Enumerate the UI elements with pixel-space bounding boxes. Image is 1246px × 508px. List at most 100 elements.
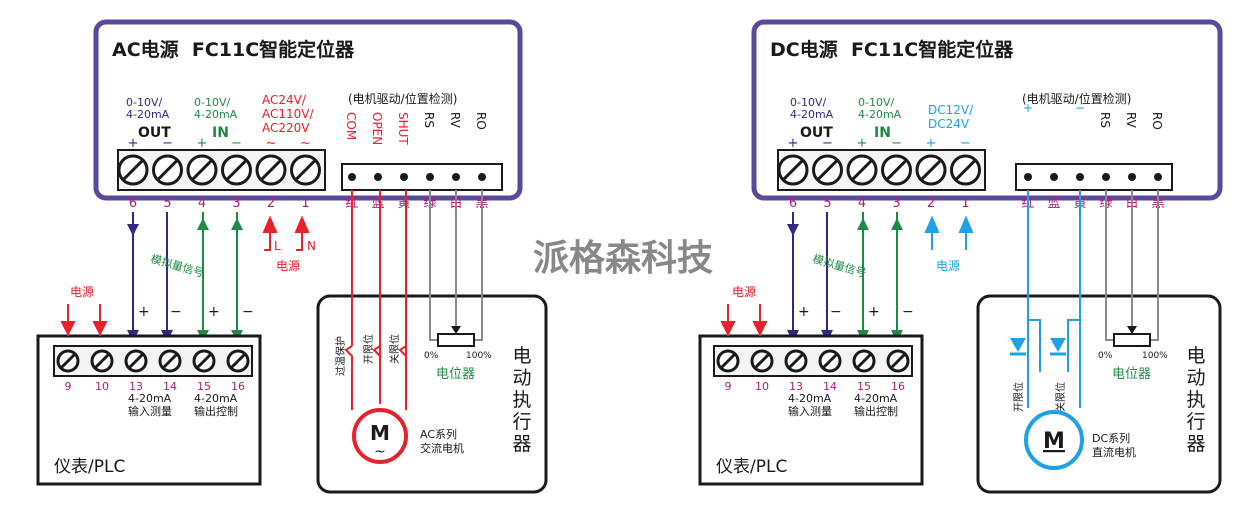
ac-terminal-number-5: 5 [163, 196, 171, 211]
ac-signal-wires [127, 212, 243, 342]
ac-terminal-sign-1: + [128, 136, 139, 151]
dc-motor-pin-3: − [1075, 101, 1085, 115]
ac-meter-out-label-2: 输出控制 [194, 404, 238, 418]
dc-meter-terminal-screw-slot-6 [889, 352, 907, 370]
dc-motor-symbol: M [1043, 429, 1065, 454]
dc-motor-pin-4: RS [1098, 112, 1112, 128]
ac-motor-symbol: M [370, 421, 390, 445]
dc-pot-wires [1105, 190, 1159, 341]
dc-meter-out-label-2: 输出控制 [854, 404, 898, 418]
ac-meter-plus-2: + [208, 304, 220, 320]
ac-in-name: IN [212, 125, 229, 141]
ac-motor-pin-5: RV [448, 112, 462, 129]
dc-in-name: IN [874, 125, 891, 141]
dc-meter-terminal-number-16: 16 [891, 380, 905, 393]
ac-terminal-number-6: 6 [129, 196, 137, 211]
ac-meter-minus-2: − [242, 304, 254, 320]
ac-actuator-title-char-4: 行 [512, 411, 531, 433]
dc-positioner-title: DC电源 FC11C智能定位器 [770, 38, 1014, 61]
dc-motor-pin-dot-3 [1076, 173, 1084, 181]
dc-switch-1: 开限位 [1012, 382, 1025, 412]
ac-motor-connector [341, 163, 503, 191]
ac-terminal-screw-slot-5 [260, 159, 282, 181]
dc-diode-1-icon [1010, 338, 1026, 356]
watermark: 派格森科技 [533, 238, 713, 279]
ac-motor-caption-2: 交流电机 [420, 441, 464, 455]
dc-power-arrows [924, 215, 974, 250]
ac-motor-pin-dot-5 [452, 173, 460, 181]
ac-terminal-sign-5: ~ [266, 136, 277, 151]
ac-meter-out-label-1: 4-20mA [194, 392, 238, 405]
ac-meter-in-label-1: 4-20mA [128, 392, 172, 405]
ac-power-range-1: AC24V/ [262, 93, 307, 107]
ac-positioner-frame [93, 19, 523, 201]
ac-wire-color-2: 蓝 [371, 196, 384, 211]
dc-terminal-sign-4: − [891, 136, 902, 151]
dc-pot-max: 100% [1142, 351, 1168, 361]
dc-motor-pin-6: RO [1150, 112, 1164, 130]
dc-motor-pin-dot-6 [1154, 173, 1162, 181]
dc-meter-in-label-1: 4-20mA [788, 392, 832, 405]
dc-motor-section-label: (电机驱动/位置检测) [1022, 91, 1131, 106]
dc-meter-terminal-screw-slot-1 [719, 352, 737, 370]
ac-motor-pin-3: SHUT [396, 112, 410, 145]
ac-power-caption: 电源 [276, 259, 300, 273]
dc-terminal-sign-2: − [822, 136, 833, 151]
ac-meter-in-label-2: 输入测量 [128, 404, 172, 418]
ac-terminal-sign-4: − [231, 136, 242, 151]
ac-motor-pin-dot-3 [400, 173, 408, 181]
dc-meter-terminal-number-14: 14 [823, 380, 837, 393]
dc-terminal-screw-slot-5 [920, 159, 942, 181]
dc-meter-in-label-2: 输入测量 [788, 404, 832, 418]
ac-terminal-sign-6: ~ [300, 136, 311, 151]
ac-motor-pin-1: COM [344, 112, 358, 140]
dc-actuator-title-char-5: 器 [1186, 433, 1205, 455]
dc-pot-min: 0% [1098, 351, 1113, 361]
dc-terminal-screw-slot-3 [851, 159, 873, 181]
dc-motor-pin-1: + [1023, 101, 1033, 115]
dc-pot-label: 电位器 [1112, 367, 1151, 382]
ac-meter-plus-1: + [138, 304, 150, 320]
dc-motor-caption-1: DC系列 [1092, 431, 1130, 445]
dc-motor-icon [1024, 410, 1084, 470]
ac-switch-3: 关限位 [388, 334, 401, 364]
ac-meter-terminal-screw-slot-4 [161, 352, 179, 370]
ac-out-range-1: 0-10V/ [126, 96, 162, 109]
ac-meter-terminal-number-14: 14 [163, 380, 177, 393]
dc-out-range-1: 0-10V/ [790, 96, 826, 109]
dc-power-range-1: DC12V/ [928, 103, 974, 117]
ac-pot-min: 0% [424, 351, 439, 361]
ac-meter-terminal-number-9: 9 [65, 380, 72, 393]
dc-out-range-2: 4-20mA [790, 108, 834, 121]
ac-terminal-number-1: 1 [301, 196, 309, 211]
dc-meter-terminal-screw-slot-5 [855, 352, 873, 370]
dc-analog-caption: 模拟量信号 [811, 251, 868, 280]
dc-motor-pin-5: RV [1124, 112, 1138, 129]
dc-terminal-sign-3: + [857, 136, 868, 151]
dc-actuator-title-char-4: 行 [1186, 411, 1205, 433]
dc-terminal-sign-6: − [960, 136, 971, 151]
ac-terminal-number-3: 3 [232, 196, 240, 211]
ac-actuator-title-char-2: 动 [512, 367, 531, 389]
dc-meter-terminal-number-9: 9 [725, 380, 732, 393]
ac-analog-caption: 模拟量信号 [149, 251, 206, 280]
dc-terminal-sign-5: + [926, 136, 937, 151]
dc-power-caption: 电源 [936, 259, 960, 273]
ac-pot-wires [429, 190, 483, 341]
dc-terminal-screw-slot-6 [954, 159, 977, 181]
ac-motor-pin-dot-4 [426, 173, 434, 181]
dc-motor-pin-dot-1 [1024, 173, 1032, 181]
dc-terminal-screw-slot-4 [885, 159, 908, 181]
ac-motor-pin-dot-1 [348, 173, 356, 181]
dc-terminal-sign-1: + [788, 136, 799, 151]
dc-terminal-screw-slot-1 [782, 159, 804, 181]
ac-actuator-title-char-1: 电 [512, 345, 531, 367]
ac-terminal-screw-slot-3 [191, 159, 213, 181]
dc-meter-terminal-screw-slot-2 [753, 352, 771, 370]
dc-actuator-title-char-2: 动 [1186, 367, 1205, 389]
ac-pot-wiper-icon [451, 326, 461, 334]
ac-motor-sub: ~ [374, 444, 386, 460]
ac-in-range-1: 0-10V/ [194, 96, 230, 109]
ac-terminal-sign-3: + [197, 136, 208, 151]
